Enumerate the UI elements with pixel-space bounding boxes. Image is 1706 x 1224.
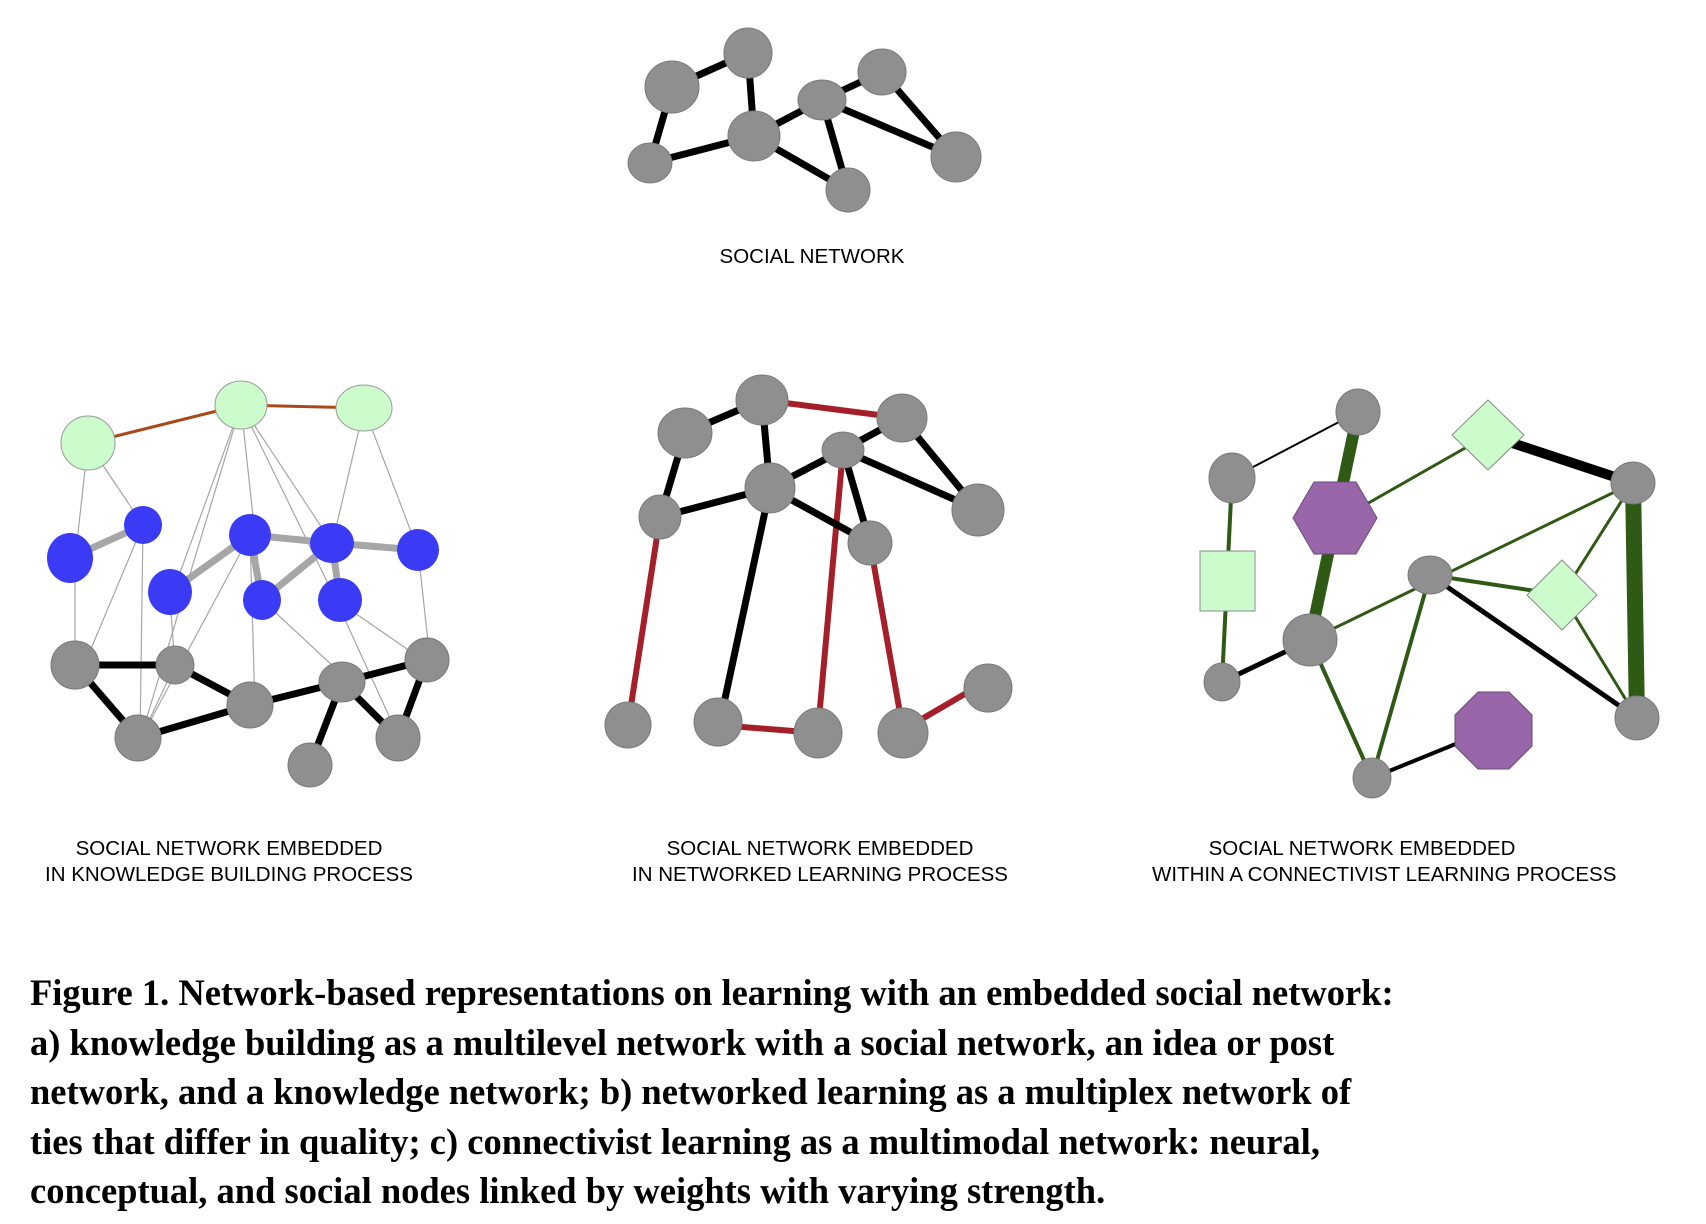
social-node <box>627 142 673 184</box>
caption-line: Figure 1. Network-based representations … <box>30 972 1394 1013</box>
social-node <box>877 707 929 759</box>
social-node <box>876 393 928 443</box>
caption-line: ties that differ in quality; c) connecti… <box>30 1120 1320 1162</box>
social-nodes <box>50 637 450 788</box>
social-node <box>857 48 907 96</box>
networked-learning-graph <box>604 374 1013 759</box>
social-edges <box>656 396 982 726</box>
social-node <box>693 697 743 747</box>
social-node <box>287 742 333 788</box>
concept-node-diamond <box>1526 559 1598 631</box>
social-node <box>847 520 893 566</box>
neural-node-octagon <box>1454 691 1533 770</box>
connectivist-learning-graph <box>1199 388 1660 799</box>
concept-node-square <box>1199 550 1256 612</box>
knowledge-building-label: SOCIAL NETWORK EMBEDDED IN KNOWLEDGE BUI… <box>45 837 413 886</box>
social-node <box>930 131 982 183</box>
social-node <box>1614 695 1660 741</box>
social-node <box>1203 662 1241 702</box>
social-node <box>735 374 789 426</box>
social-node <box>825 167 871 213</box>
social-node <box>644 60 700 114</box>
social-nodes <box>604 374 1013 759</box>
idea-node <box>47 533 93 583</box>
social-node <box>1407 555 1453 595</box>
knowledge-node <box>214 380 268 430</box>
social-node <box>375 714 421 762</box>
networked-learning-label: SOCIAL NETWORK EMBEDDED IN NETWORKED LEA… <box>632 837 1008 886</box>
social-node <box>155 645 195 685</box>
idea-node <box>229 514 271 556</box>
social-node <box>114 714 162 762</box>
social-node <box>951 483 1005 537</box>
social-node <box>404 637 450 683</box>
idea-node <box>148 569 192 615</box>
concept-node-diamond <box>1451 399 1525 471</box>
knowledge-building-graph <box>47 380 450 788</box>
knowledge-nodes <box>60 380 393 471</box>
social-node <box>1335 388 1381 436</box>
idea-node <box>124 506 162 544</box>
idea-node <box>310 523 354 563</box>
social-nodes <box>627 27 982 213</box>
social-node <box>963 663 1013 713</box>
idea-node <box>318 578 362 622</box>
figure-caption: Figure 1. Network-based representations … <box>30 968 1680 1216</box>
neural-node-hexagon <box>1292 481 1378 555</box>
social-node <box>1208 452 1256 504</box>
social-node <box>744 462 796 514</box>
social-nodes <box>1203 388 1660 799</box>
social-node <box>793 707 843 759</box>
knowledge-node <box>60 415 116 471</box>
social-node <box>226 681 274 729</box>
social-node <box>604 701 652 749</box>
social-node <box>821 431 865 469</box>
social-node <box>318 661 366 703</box>
knowledge-node <box>335 384 393 432</box>
caption-line: conceptual, and social nodes linked by w… <box>30 1170 1106 1211</box>
idea-node <box>397 529 439 571</box>
social-node <box>1352 757 1392 799</box>
caption-line: network, and a knowledge network; b) net… <box>30 1071 1352 1112</box>
social-node <box>797 79 847 121</box>
social-node <box>1282 613 1338 667</box>
idea-node <box>243 580 281 620</box>
idea-nodes <box>47 506 439 622</box>
caption-line: a) knowledge building as a multilevel ne… <box>30 1021 1335 1063</box>
social-node <box>727 110 781 162</box>
social-network-graph <box>627 27 982 213</box>
social-node <box>723 27 773 79</box>
social-node <box>50 640 100 690</box>
social-edges <box>646 49 960 194</box>
social-node <box>638 494 682 540</box>
social-node <box>657 407 713 459</box>
social-network-label: SOCIAL NETWORK <box>719 245 905 268</box>
social-node <box>1610 461 1656 505</box>
connectivist-learning-label: SOCIAL NETWORK EMBEDDED WITHIN A CONNECT… <box>1152 837 1617 886</box>
figure-diagram <box>47 27 1660 799</box>
